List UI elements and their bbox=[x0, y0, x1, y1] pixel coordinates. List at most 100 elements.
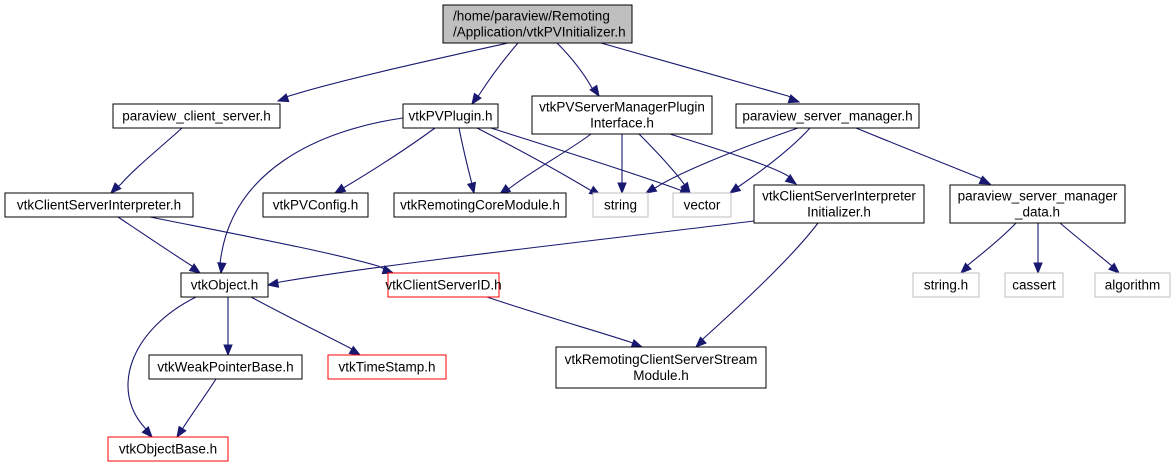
node-label: Initializer.h bbox=[807, 205, 871, 220]
node-csi[interactable]: vtkClientServerInterpreter.h bbox=[4, 192, 194, 218]
edge-root-plugin bbox=[471, 42, 519, 106]
edge-line bbox=[486, 296, 631, 343]
node-label: vtkPVServerManagerPlugin bbox=[539, 100, 705, 115]
node-box bbox=[387, 272, 500, 298]
node-label: vtkObjectBase.h bbox=[119, 442, 217, 457]
edge-psmd-algorithm bbox=[1059, 222, 1121, 274]
edge-line-end bbox=[591, 87, 600, 97]
node-label: paraview_server_manager bbox=[958, 189, 1118, 204]
edge-obj-objbase bbox=[127, 296, 197, 439]
edge-line-end bbox=[979, 177, 991, 185]
edge-line-end bbox=[277, 95, 290, 102]
node-label: /home/paraview/Remoting bbox=[453, 9, 610, 24]
arrowhead-icon bbox=[217, 262, 227, 275]
node-box bbox=[555, 346, 767, 389]
edge-pcs-csi bbox=[110, 127, 183, 194]
edge-root-pcs bbox=[276, 42, 509, 103]
edge-line bbox=[120, 127, 183, 185]
node-cassert[interactable]: cassert bbox=[1004, 272, 1064, 298]
node-box bbox=[402, 103, 499, 129]
node-string[interactable]: string bbox=[592, 192, 649, 218]
edge-psmd-stringh bbox=[960, 222, 1017, 274]
edge-line bbox=[476, 127, 591, 191]
node-psmd[interactable]: paraview_server_manager_data.h bbox=[949, 184, 1126, 224]
node-algorithm[interactable]: algorithm bbox=[1094, 272, 1171, 298]
edge-line-end bbox=[144, 427, 153, 438]
node-box bbox=[1004, 272, 1064, 298]
node-label: paraview_client_server.h bbox=[122, 109, 271, 124]
edge-line-end bbox=[471, 183, 475, 194]
edge-obj-wpb bbox=[223, 297, 233, 357]
node-label: string.h bbox=[924, 278, 968, 293]
node-vector[interactable]: vector bbox=[672, 192, 732, 218]
edge-line bbox=[556, 42, 593, 89]
node-box bbox=[531, 95, 713, 135]
edge-line bbox=[149, 216, 379, 267]
node-label: vtkTimeStamp.h bbox=[338, 360, 435, 375]
edge-line bbox=[490, 127, 681, 191]
node-box bbox=[327, 354, 447, 380]
node-box bbox=[672, 192, 732, 218]
node-box bbox=[912, 272, 980, 298]
edge-line bbox=[458, 127, 473, 185]
edge-line bbox=[638, 133, 685, 185]
edge-line bbox=[219, 117, 404, 265]
node-pcs[interactable]: paraview_client_server.h bbox=[112, 103, 281, 129]
edge-line-end bbox=[349, 347, 361, 356]
node-psm[interactable]: paraview_server_manager.h bbox=[735, 103, 920, 129]
edge-line bbox=[478, 42, 519, 96]
node-objbase[interactable]: vtkObjectBase.h bbox=[107, 436, 229, 462]
node-label: cassert bbox=[1012, 278, 1056, 293]
edge-line-end bbox=[729, 186, 739, 194]
node-box bbox=[753, 184, 925, 224]
node-box bbox=[4, 192, 194, 218]
node-label: Interface.h bbox=[590, 116, 654, 131]
node-stringh[interactable]: string.h bbox=[912, 272, 980, 298]
edge-line-end bbox=[267, 281, 281, 286]
edge-smpi-csii bbox=[669, 133, 798, 185]
edge-wpb-objbase bbox=[176, 378, 217, 439]
node-label: paraview_server_manager.h bbox=[742, 109, 912, 124]
node-plugin[interactable]: vtkPVPlugin.h bbox=[402, 103, 499, 129]
edge-line bbox=[250, 296, 351, 349]
edge-line bbox=[967, 222, 1017, 266]
node-wpb[interactable]: vtkWeakPointerBase.h bbox=[148, 354, 303, 380]
edge-line-end bbox=[191, 265, 201, 274]
node-box bbox=[180, 272, 269, 298]
edge-line bbox=[117, 216, 193, 267]
edge-root-psm bbox=[600, 42, 801, 104]
node-config[interactable]: vtkPVConfig.h bbox=[262, 192, 369, 218]
node-box bbox=[592, 192, 649, 218]
edge-csii-obj bbox=[266, 220, 755, 288]
node-root: /home/paraview/Remoting/Application/vtkP… bbox=[442, 4, 633, 44]
node-ts[interactable]: vtkTimeStamp.h bbox=[327, 354, 447, 380]
node-csid[interactable]: vtkClientServerID.h bbox=[385, 272, 502, 298]
node-label: vtkClientServerID.h bbox=[385, 278, 501, 293]
node-box bbox=[735, 103, 920, 129]
edge-csid-rcss bbox=[486, 296, 644, 348]
edge-root-smpi bbox=[556, 42, 600, 98]
node-box bbox=[393, 192, 567, 218]
edge-smpi-string bbox=[617, 134, 627, 195]
edge-plugin-string bbox=[476, 127, 602, 196]
edge-line-end bbox=[645, 187, 656, 194]
edge-line-end bbox=[960, 264, 969, 274]
node-rcm[interactable]: vtkRemotingCoreModule.h bbox=[393, 192, 567, 218]
edge-line-end bbox=[787, 175, 797, 185]
node-box bbox=[148, 354, 303, 380]
node-box bbox=[107, 436, 229, 462]
edge-line bbox=[1059, 222, 1113, 267]
node-label: Module.h bbox=[633, 368, 689, 383]
edge-plugin-obj bbox=[217, 117, 404, 275]
edge-line-end bbox=[471, 94, 480, 105]
edge-line-end bbox=[334, 186, 346, 194]
node-label: /Application/vtkPVInitializer.h bbox=[453, 25, 626, 40]
node-obj[interactable]: vtkObject.h bbox=[180, 272, 269, 298]
edge-plugin-config bbox=[333, 127, 436, 194]
edge-smpi-rcm bbox=[498, 133, 592, 195]
edge-line-end bbox=[787, 95, 800, 103]
